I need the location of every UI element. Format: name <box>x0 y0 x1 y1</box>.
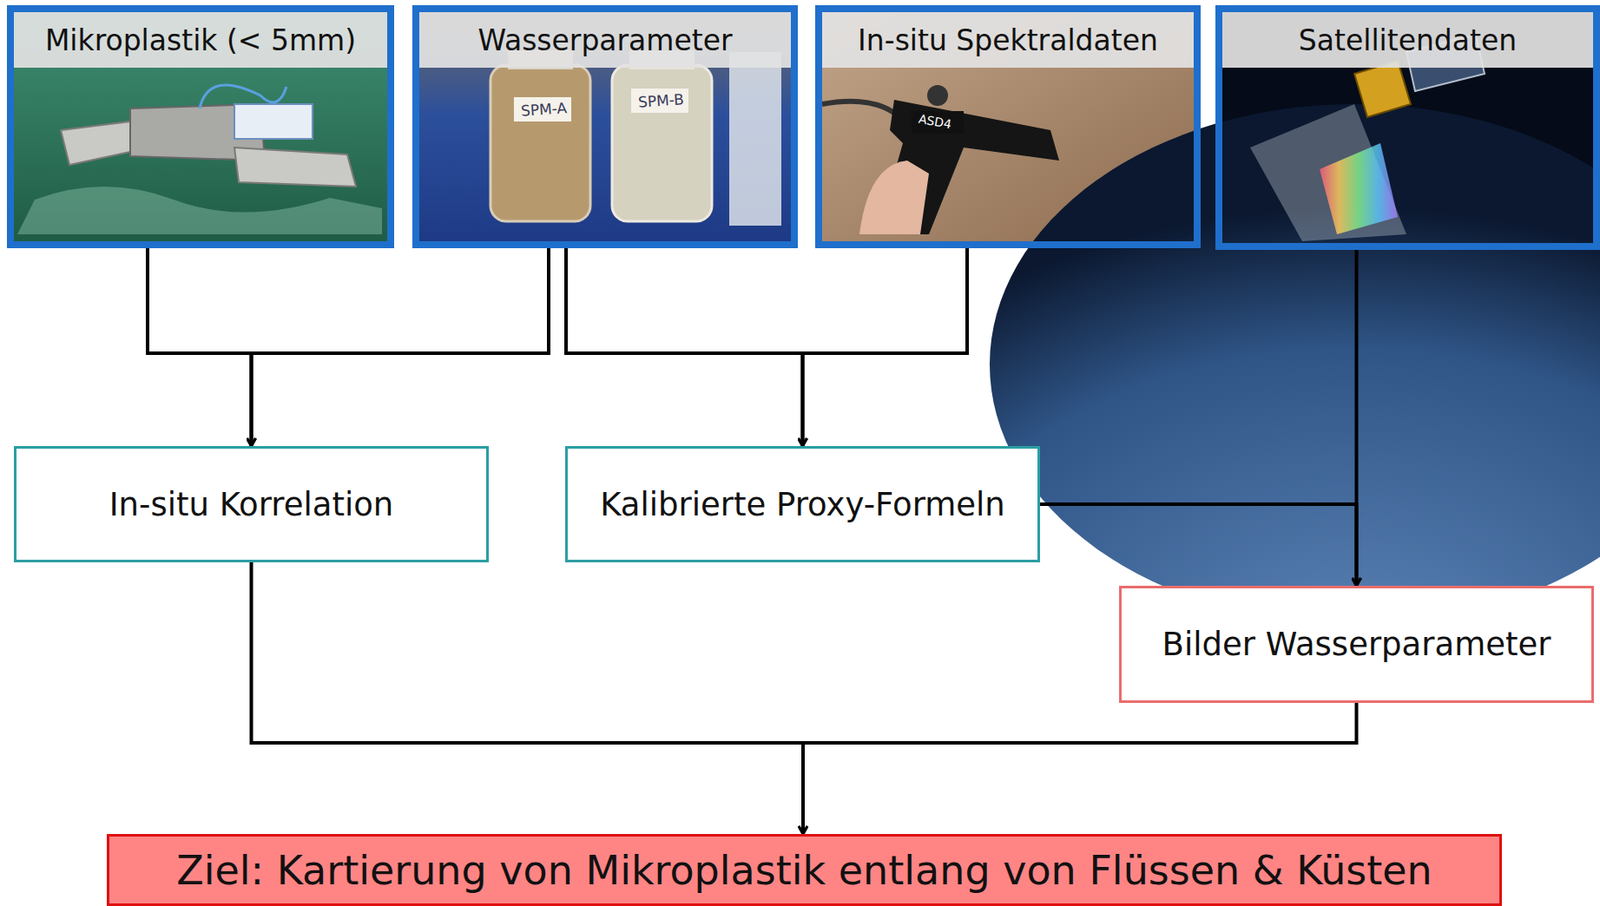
bottles-photo <box>419 12 791 242</box>
process-box: Kalibrierte Proxy-Formeln <box>565 446 1041 563</box>
panel-title: Satellitendaten <box>1298 23 1517 58</box>
brown-bottle <box>490 65 591 222</box>
hand <box>859 160 929 235</box>
bottle-label <box>631 88 689 113</box>
grip-plate <box>911 111 964 134</box>
water-surface <box>13 12 388 242</box>
photo-label: ASD4 <box>915 110 956 132</box>
knob <box>927 85 949 106</box>
fiber-cable <box>822 101 895 113</box>
trawl-wing <box>234 147 356 187</box>
net-bag <box>234 104 313 139</box>
panel-header: Mikroplastik (< 5mm) <box>13 12 388 68</box>
pale-bottle <box>612 65 712 222</box>
photo-label: SPM-A <box>517 98 571 121</box>
flow-arrow <box>566 248 804 447</box>
sheet <box>729 52 782 226</box>
panel-title: Wasserparameter <box>477 23 732 58</box>
flow-arrow <box>147 248 252 447</box>
foam <box>17 186 382 235</box>
photo-panel: Wasserparameter <box>412 5 798 249</box>
tablecloth <box>419 12 791 242</box>
flow-arrow <box>803 248 968 447</box>
panel-header: Satellitendaten <box>1222 12 1594 68</box>
panel-title: Mikroplastik (< 5mm) <box>45 23 356 58</box>
satellite-body <box>1354 60 1411 118</box>
box-label: In-situ Korrelation <box>109 486 395 524</box>
photo-panel: Satellitendaten <box>1215 5 1600 251</box>
flow-arrow <box>251 562 804 835</box>
flow-arrow <box>251 248 550 447</box>
spectral-swath <box>1319 143 1398 235</box>
goal-banner: Ziel: Kartierung von Mikroplastik entlan… <box>106 834 1502 906</box>
swath <box>1250 104 1407 242</box>
process-box: In-situ Korrelation <box>13 446 489 563</box>
bottle-label <box>513 97 572 122</box>
satellite-picture <box>989 12 1600 626</box>
cable <box>199 85 287 109</box>
flow-arrow <box>1040 504 1357 587</box>
panel-header: Wasserparameter <box>419 12 791 68</box>
photo-label: SPM-B <box>634 89 687 112</box>
photo-panel: In-situ Spektraldaten <box>815 5 1201 249</box>
panel-header: In-situ Spektraldaten <box>822 12 1194 68</box>
earth <box>989 104 1600 626</box>
flow-arrow <box>803 703 1357 835</box>
box-label: Bilder Wasserparameter <box>1162 625 1552 664</box>
photo-panel: Mikroplastik (< 5mm) <box>6 5 395 249</box>
box-label: Ziel: Kartierung von Mikroplastik entlan… <box>176 847 1433 895</box>
trawl-photo <box>13 12 388 242</box>
panel-title: In-situ Spektraldaten <box>857 23 1159 58</box>
trawl-wing <box>60 121 131 165</box>
box-label: Kalibrierte Proxy-Formeln <box>599 486 1006 524</box>
result-box: Bilder Wasserparameter <box>1119 586 1594 704</box>
